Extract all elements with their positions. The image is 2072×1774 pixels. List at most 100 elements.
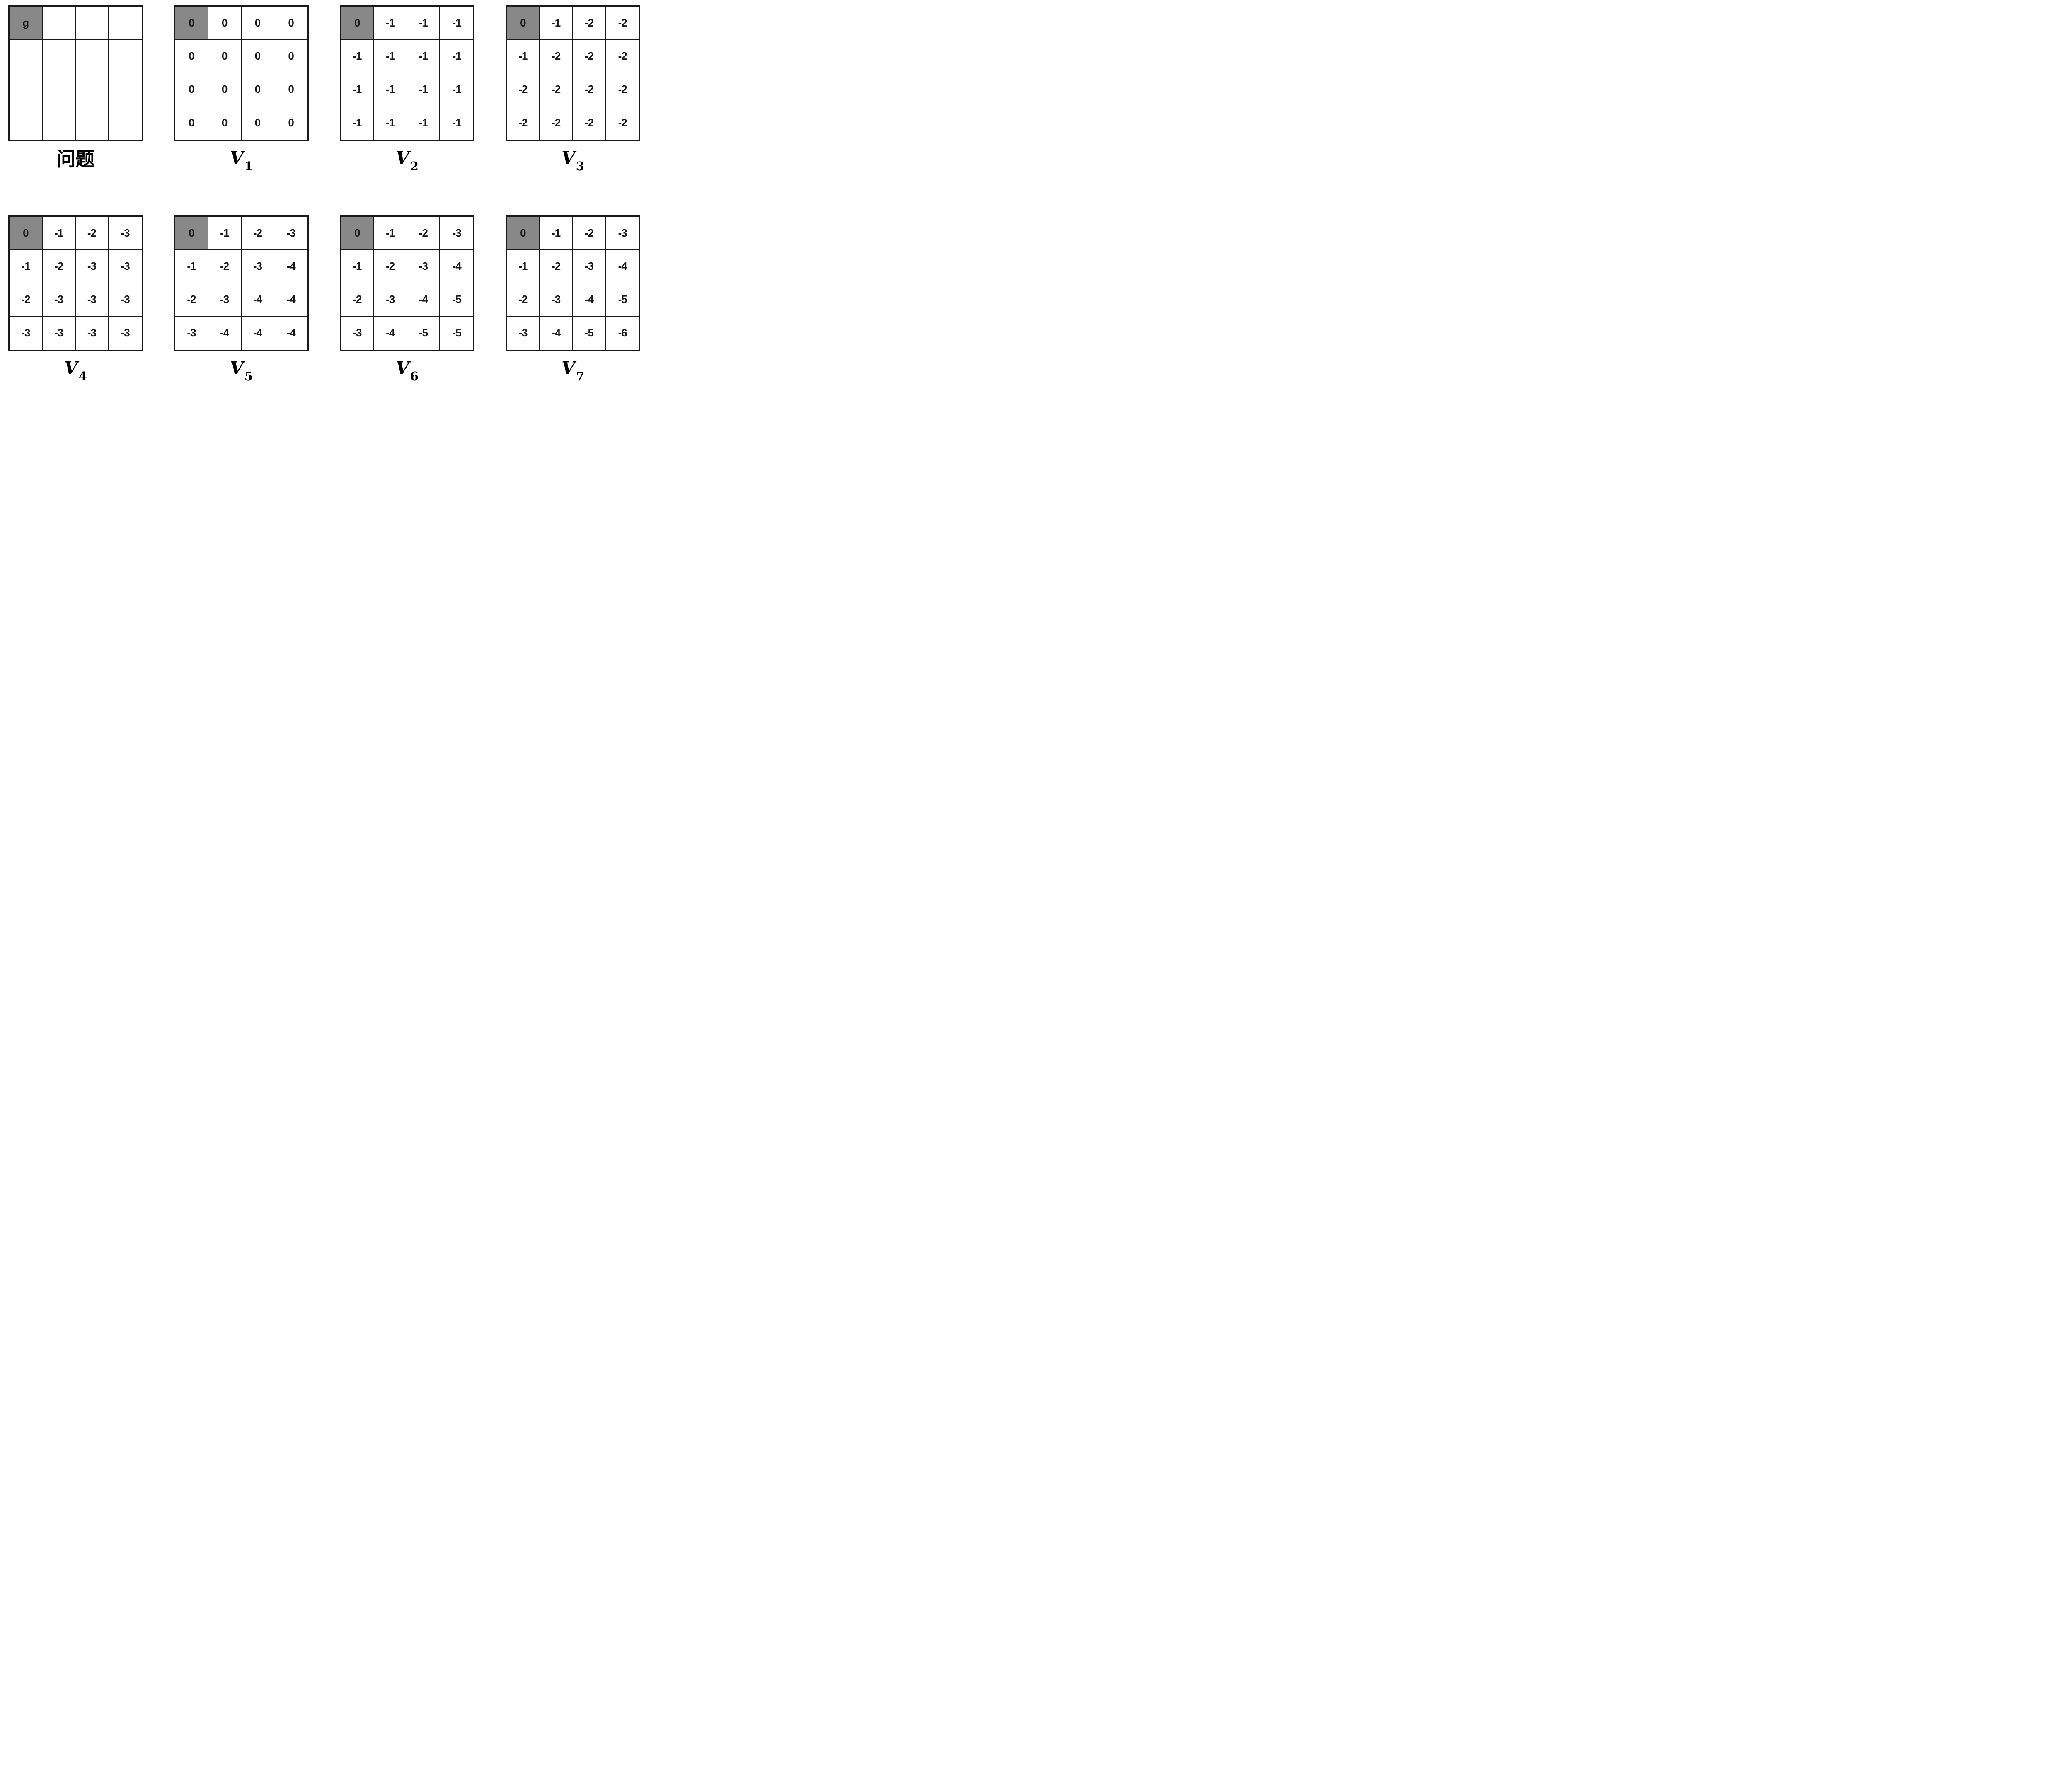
grid-cell-r1c3: -2 <box>606 40 639 73</box>
grid-cell-r0c1: -1 <box>540 217 573 250</box>
grid-cell-r2c1: -3 <box>208 283 242 317</box>
grid-cell-r3c3: -6 <box>618 327 627 339</box>
grid-cell-r1c2 <box>75 40 109 73</box>
grid-cell-r1c0: -1 <box>175 250 208 283</box>
grid-cell-r2c1 <box>42 73 76 106</box>
grid-cell-r0c2: -2 <box>407 217 441 250</box>
label-subscript: 4 <box>78 369 87 383</box>
grid-cell-r3c1: -4 <box>374 316 407 350</box>
grid-cell-r0c2: -2 <box>573 7 606 40</box>
grid-cell-r1c1 <box>42 40 76 73</box>
grid-cell-r2c2: -4 <box>241 283 275 317</box>
label-subscript: 2 <box>410 159 419 173</box>
grid-cell-r0c2 <box>75 7 109 40</box>
grid-cell-r3c1: 0 <box>208 106 242 140</box>
grid-cell-r3c2 <box>76 106 109 140</box>
grid-cell-r3c3: -4 <box>286 327 296 339</box>
grid-cell-r3c3 <box>109 106 142 140</box>
goal-cell-r0c0: 0 <box>507 217 540 250</box>
grid-cell-r0c1 <box>42 7 76 40</box>
grid-cell-r2c1: -3 <box>42 283 76 317</box>
grid-cell-r3c3: 0 <box>288 116 294 129</box>
grid-cell-r3c0: -3 <box>507 316 540 350</box>
grid-cell-r3c1 <box>43 106 76 140</box>
grid-cell-r1c0: -1 <box>341 40 374 73</box>
grid-cell-r3c1: -3 <box>43 316 76 350</box>
grid-v3: 0-1-2-2-1-2-2-2-2-2-2-2-2-2-2-2 <box>506 5 640 141</box>
grid-cell-r1c3: -4 <box>440 250 473 283</box>
grid-cell-r3c2: -5 <box>407 316 441 350</box>
grid-cell-r2c1: -1 <box>374 73 407 106</box>
grid-cell-r0c3 <box>109 7 142 40</box>
grid-cell-r0c1: -1 <box>374 7 407 40</box>
grid-cell-r2c2: -4 <box>407 283 441 317</box>
grid-cell-r2c2 <box>75 73 109 106</box>
grid-cell-r1c3: -4 <box>274 250 307 283</box>
grid-cell-r1c1: -2 <box>374 250 407 283</box>
grid-cell-r0c1: -1 <box>42 217 76 250</box>
grid-cell-r1c1: -2 <box>42 250 76 283</box>
grid-cell-r0c1: -1 <box>374 217 407 250</box>
grid-cell-r1c0: -1 <box>10 250 43 283</box>
grid-cell-r3c0: -2 <box>507 106 540 140</box>
grid-cell-r1c1: -2 <box>208 250 242 283</box>
grid-cell-r1c0: 0 <box>175 40 208 73</box>
grid-cell-r2c0: 0 <box>175 73 208 106</box>
grid-cell-r2c3: -1 <box>440 73 473 106</box>
grid-cell-r0c2: 0 <box>241 7 275 40</box>
grid-cell-r3c0: -1 <box>341 106 374 140</box>
grid-cell-r3c2: -2 <box>573 106 606 140</box>
grid-v6: 0-1-2-3-1-2-3-4-2-3-4-5-3-4-5-5 <box>340 215 474 351</box>
goal-cell-r0c0: 0 <box>341 7 374 40</box>
label-subscript: 5 <box>244 369 253 383</box>
grid-cell-r3c2: -1 <box>407 106 441 140</box>
label-base: V <box>562 148 575 168</box>
grid-cell-r0c3: 0 <box>274 7 307 40</box>
grid-cell-r3c2: 0 <box>242 106 275 140</box>
grid-cell-r0c2: -1 <box>407 7 441 40</box>
grid-cell-r2c3: -3 <box>109 283 142 317</box>
goal-cell-r0c0: 0 <box>10 217 43 250</box>
grid-cell-r1c1: 0 <box>208 40 242 73</box>
label-subscript: 3 <box>576 159 584 173</box>
label-subscript: 6 <box>410 369 419 383</box>
grid-cell-r3c1: -4 <box>208 316 242 350</box>
grid-cell-r2c2: 0 <box>241 73 275 106</box>
grid-cell-r1c1: -2 <box>540 250 573 283</box>
grid-cell-r1c2: -3 <box>75 250 109 283</box>
grid-cell-r2c2: -4 <box>573 283 606 317</box>
grid-cell-r3c2: -4 <box>242 316 275 350</box>
grid-cell-r0c2: -2 <box>573 217 606 250</box>
grid-cell-r2c0 <box>10 73 43 106</box>
grid-cell-r2c3: -2 <box>606 73 639 106</box>
grid-cell-r1c2: -3 <box>241 250 275 283</box>
grid-cell-r1c2: 0 <box>241 40 275 73</box>
grid-cell-r3c2: -5 <box>573 316 606 350</box>
grid-cell-r3c2: -3 <box>76 316 109 350</box>
grid-cell-r2c1: -3 <box>374 283 407 317</box>
grid-cell-r1c0 <box>10 40 43 73</box>
grid-v5: 0-1-2-3-1-2-3-4-2-3-4-4-3-4-4-4 <box>174 215 309 351</box>
grid-cell-r1c3: -1 <box>440 40 473 73</box>
grid-v4: 0-1-2-3-1-2-3-3-2-3-3-3-3-3-3-3 <box>8 215 143 351</box>
grid-cell-r2c0: -2 <box>10 283 43 317</box>
grid-cell-r2c0: -2 <box>175 283 208 317</box>
grid-v7: 0-1-2-3-1-2-3-4-2-3-4-5-3-4-5-6 <box>506 215 640 351</box>
grid-cell-r2c0: -2 <box>507 283 540 317</box>
goal-cell-r0c0: 0 <box>341 217 374 250</box>
grid-cell-r0c3: -3 <box>606 217 639 250</box>
grid-cell-r2c3 <box>109 73 142 106</box>
label-base: V <box>562 358 575 378</box>
grid-cell-r3c1: -1 <box>374 106 407 140</box>
